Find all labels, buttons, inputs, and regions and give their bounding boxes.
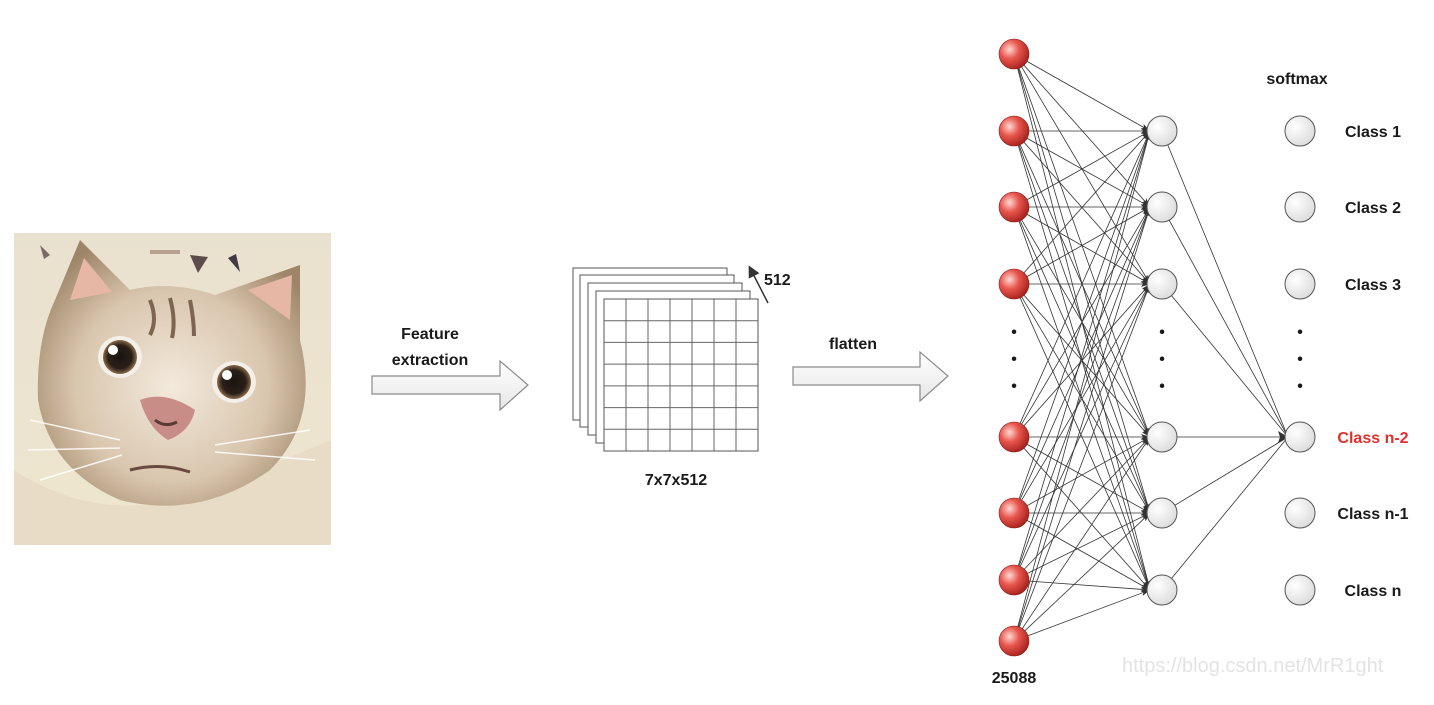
class-label-3: Class 3 [1345,277,1401,294]
class-label-5: Class n-1 [1337,506,1408,523]
class-label-1: Class 1 [1345,124,1401,141]
feature-map-dims-label: 7x7x512 [645,472,707,489]
depth-arrow-icon [748,265,769,304]
input-node-4 [998,268,1030,300]
output-node-2 [1284,191,1316,223]
flatten-label: flatten [829,336,877,353]
network-connections [1013,53,1289,642]
watermark: https://blog.csdn.net/MrR1ght [1122,655,1384,677]
class-label-6: Class n [1345,583,1402,600]
hidden-node-6 [1146,574,1178,606]
output-node-1 [1284,115,1316,147]
class-label-4: Class n-2 [1337,430,1408,447]
hidden-node-3 [1146,268,1178,300]
hidden-node-1 [1146,115,1178,147]
hidden-node-5 [1146,497,1178,529]
hidden-ellipsis-3: • [1159,378,1165,395]
input-ellipsis-1: • [1011,324,1017,341]
input-ellipsis-2: • [1011,351,1017,368]
input-node-1 [998,38,1030,70]
output-node-4 [1284,421,1316,453]
output-node-6 [1284,574,1316,606]
feature-extraction-arrow [371,359,529,412]
feature-extraction-label-line2: extraction [392,352,468,369]
output-ellipsis-2: • [1297,351,1303,368]
hidden-node-4 [1146,421,1178,453]
cat-photo [14,233,331,545]
output-ellipsis-3: • [1297,378,1303,395]
input-node-8 [998,625,1030,657]
input-node-5 [998,421,1030,453]
input-node-7 [998,564,1030,596]
hidden-node-2 [1146,191,1178,223]
output-ellipsis-1: • [1297,324,1303,341]
input-ellipsis-3: • [1011,378,1017,395]
flatten-arrow [792,350,949,403]
output-node-3 [1284,268,1316,300]
input-node-3 [998,191,1030,223]
hidden-ellipsis-2: • [1159,351,1165,368]
feature-extraction-label-line1: Feature [401,326,459,343]
feature-map-depth-label: 512 [764,272,791,289]
softmax-label: softmax [1266,71,1327,88]
feature-map-grid [603,298,759,452]
network-nodes [998,38,1316,657]
input-node-6 [998,497,1030,529]
input-count-label: 25088 [992,670,1037,687]
class-label-2: Class 2 [1345,200,1401,217]
feature-map-stack [572,267,759,452]
hidden-ellipsis-1: • [1159,324,1165,341]
input-node-2 [998,115,1030,147]
output-node-5 [1284,497,1316,529]
